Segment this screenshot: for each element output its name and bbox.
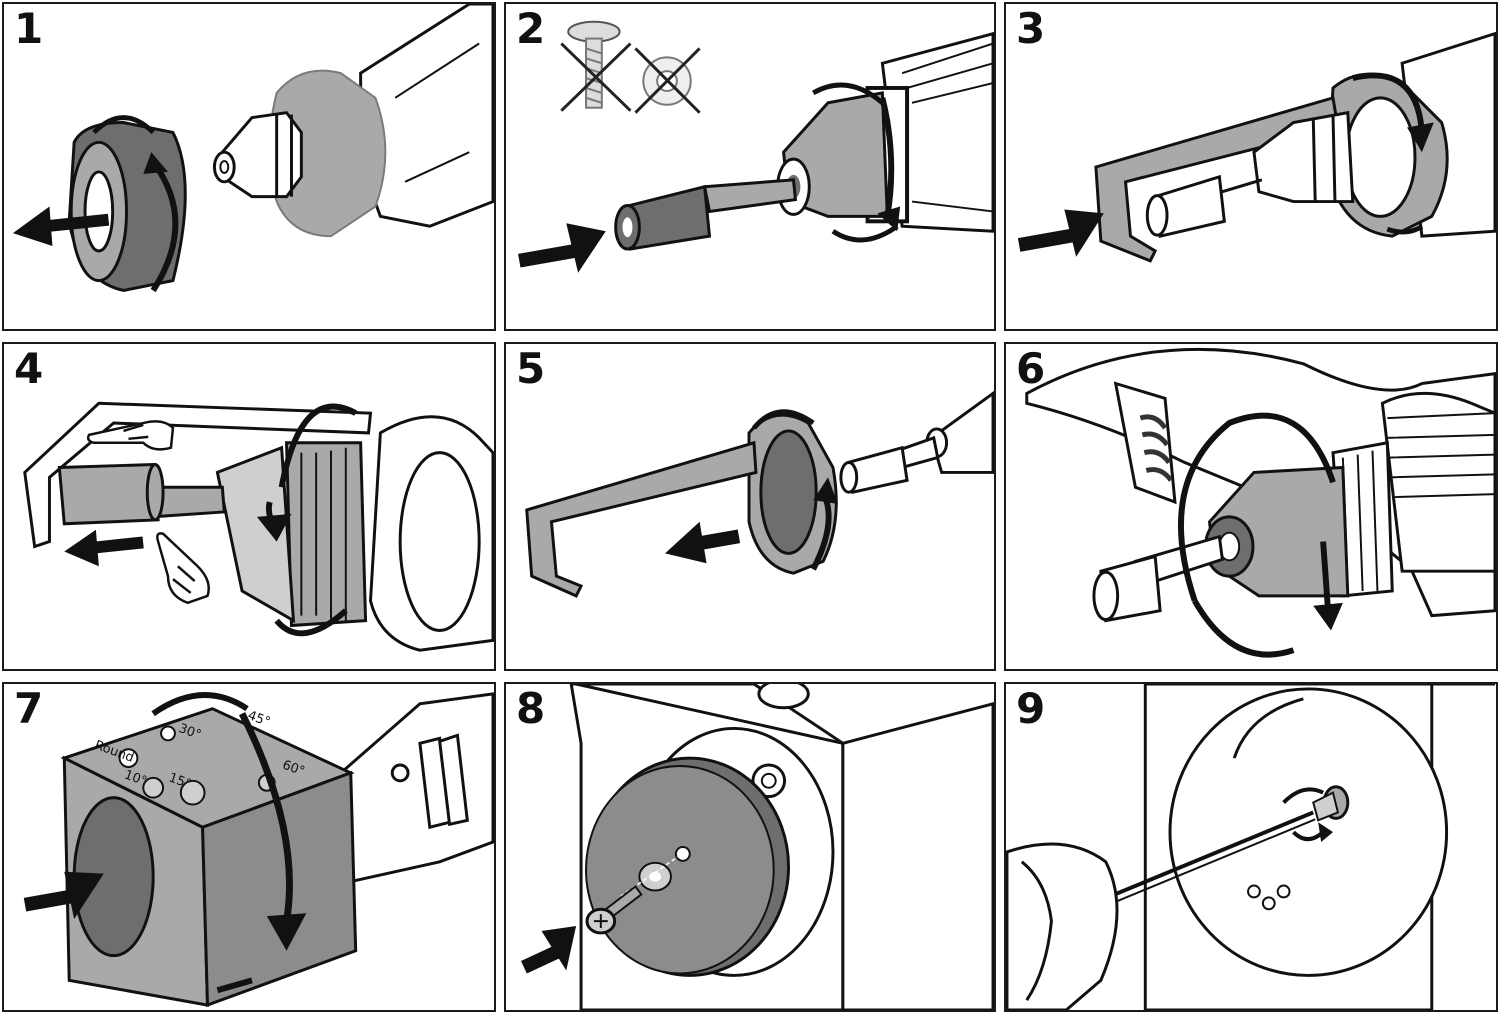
step-2-panel: 2	[504, 2, 996, 331]
screw-part	[585, 885, 643, 935]
step-4-illustration	[23, 401, 494, 652]
step-2-illustration	[518, 20, 994, 273]
pull-left-arrow	[64, 529, 144, 567]
step-1-number: 1	[14, 4, 44, 53]
push-right-arrow	[1017, 209, 1104, 257]
pull-left-arrow	[12, 206, 110, 247]
step-9-panel: 9	[1004, 682, 1498, 1012]
collet-cone	[220, 111, 303, 199]
angle-cube: Round 10° 15° 30° 45° 60°	[60, 707, 358, 1008]
step-1-panel: 1	[2, 2, 496, 331]
step-4-panel: 4	[2, 342, 496, 671]
step-6-number: 6	[1016, 344, 1046, 393]
rotate-arrow	[92, 115, 155, 135]
washer-crossed-icon	[634, 47, 701, 114]
step-5-illustration	[525, 390, 994, 598]
screw-part	[1312, 785, 1350, 822]
step-7-number: 7	[14, 684, 44, 733]
pull-left-arrow	[665, 521, 741, 564]
cube-label-angle-b: 45°	[246, 708, 273, 730]
step-8-illustration	[521, 684, 994, 1010]
sleeve-part	[57, 462, 165, 526]
hand-pointing-icon	[86, 420, 175, 451]
collet-wrench	[525, 413, 838, 598]
step-5-panel: 5	[504, 342, 996, 671]
step-7-panel: 7 Round 10° 15° 30° 45° 60°	[2, 682, 496, 1012]
step-4-number: 4	[14, 344, 44, 393]
step-8-panel: 8	[504, 682, 996, 1012]
step-7-illustration: Round 10° 15° 30° 45° 60°	[23, 692, 494, 1008]
step-3-number: 3	[1016, 4, 1046, 53]
step-6-panel: 6	[1004, 342, 1498, 671]
step-9-number: 9	[1016, 684, 1046, 733]
step-2-number: 2	[516, 4, 546, 53]
step-3-panel: 3	[1004, 2, 1498, 331]
push-right-arrow	[23, 871, 104, 920]
screw-crossed-icon	[560, 20, 632, 112]
cube-label-angle-c: 60°	[280, 758, 307, 780]
hand-pointing-icon	[156, 532, 210, 605]
step-3-illustration	[1017, 31, 1496, 263]
step-9-illustration	[1006, 684, 1496, 1010]
step-6-illustration	[1025, 347, 1496, 658]
cube-label-fifteen: 15°	[167, 770, 194, 792]
sleeve-part	[614, 184, 712, 251]
step-5-number: 5	[516, 344, 546, 393]
cube-label-ten: 10°	[122, 768, 149, 790]
push-right-arrow	[521, 926, 577, 974]
cube-label-angle-a: 30°	[177, 721, 204, 743]
step-1-illustration	[12, 4, 494, 293]
push-right-arrow	[518, 223, 606, 273]
step-8-number: 8	[516, 684, 546, 733]
